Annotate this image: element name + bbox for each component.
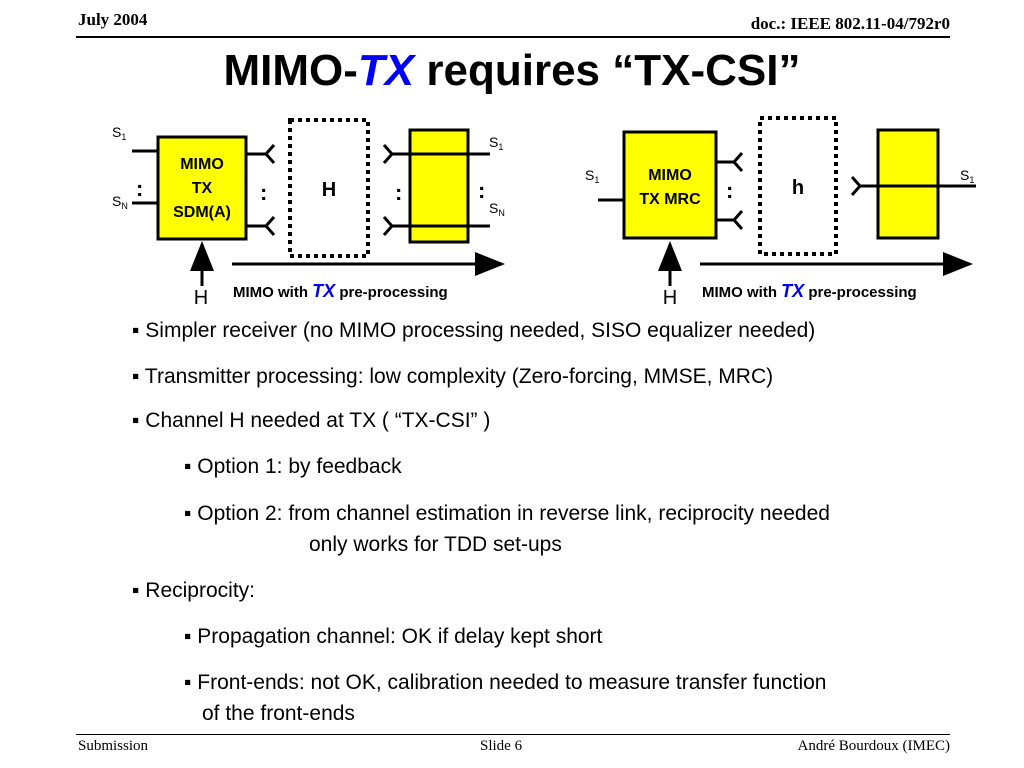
right-tx-block-line2: TX MRC bbox=[639, 191, 701, 208]
bullet-marker-icon: ▪ bbox=[184, 502, 192, 525]
left-tx-block-line2: TX bbox=[192, 180, 213, 197]
left-tx-antenna-1 bbox=[263, 144, 276, 164]
left-h-input-label: H bbox=[194, 287, 208, 309]
title-tx: TX bbox=[357, 46, 415, 95]
footer-author: André Bourdoux (IMEC) bbox=[797, 738, 950, 754]
left-s1-out-label: S1 bbox=[489, 134, 503, 152]
bullet-subitem-1: ▪ Option 1: by feedback bbox=[184, 455, 402, 478]
left-tx-antenna-n bbox=[263, 216, 276, 236]
right-channel-label: h bbox=[792, 177, 804, 199]
left-rx-block bbox=[408, 128, 470, 244]
mimo-diagrams: S1 SN : MIMO TX SDM(A) : H : S1 SN : H bbox=[112, 116, 976, 309]
right-tx-antenna-n bbox=[731, 210, 744, 230]
left-processing-label: MIMO with TX pre-processing bbox=[233, 281, 448, 301]
bullet-marker-icon: ▪ bbox=[132, 319, 140, 342]
right-s1-out-label: S1 bbox=[960, 167, 974, 185]
right-s1-in-label: S1 bbox=[585, 167, 599, 185]
right-tx-antenna-1 bbox=[731, 152, 744, 172]
bullet-item-4: ▪ Reciprocity: bbox=[132, 579, 255, 602]
left-output-dots: : bbox=[478, 178, 485, 203]
bullet-subitem-3: ▪ Propagation channel: OK if delay kept … bbox=[184, 625, 603, 648]
right-h-input-label: H bbox=[663, 287, 677, 309]
bullet-marker-icon: ▪ bbox=[184, 455, 192, 478]
header-doc-id: doc.: IEEE 802.11-04/792r0 bbox=[750, 14, 950, 33]
footer-divider bbox=[76, 734, 950, 735]
bullet-marker-icon: ▪ bbox=[184, 671, 192, 694]
left-s1-in-label: S1 bbox=[112, 124, 126, 142]
right-rx-block bbox=[876, 128, 940, 240]
right-channel-box bbox=[758, 116, 838, 256]
left-tx-antenna-dots: : bbox=[260, 180, 267, 205]
left-sn-out-label: SN bbox=[489, 200, 505, 218]
right-processing-label: MIMO with TX pre-processing bbox=[702, 281, 917, 301]
bullet-item-1: ▪ Simpler receiver (no MIMO processing n… bbox=[132, 319, 816, 342]
left-sn-in-label: SN bbox=[112, 193, 128, 211]
bullet-marker-icon: ▪ bbox=[132, 409, 140, 432]
diagram-right: S1 MIMO TX MRC : h S1 H MIMO with TX pre… bbox=[585, 116, 976, 309]
left-rx-antenna-dots: : bbox=[395, 180, 402, 205]
bullet-marker-icon: ▪ bbox=[132, 579, 140, 602]
bullet-item-3: ▪ Channel H needed at TX ( “TX-CSI” ) bbox=[132, 409, 491, 432]
bullet-subitem-4: ▪ Front-ends: not OK, calibration needed… bbox=[184, 671, 827, 694]
left-tx-block bbox=[156, 135, 248, 241]
bullet-marker-icon: ▪ bbox=[184, 625, 192, 648]
right-tx-antenna-dots: : bbox=[726, 178, 733, 203]
bullet-marker-icon: ▪ bbox=[132, 365, 140, 388]
left-channel-label: H bbox=[322, 179, 336, 201]
title-suffix: requires “TX-CSI” bbox=[414, 46, 801, 95]
left-input-dots: : bbox=[136, 176, 143, 201]
header-divider bbox=[76, 36, 950, 38]
footer-submission: Submission bbox=[78, 738, 149, 754]
bullet-item-2: ▪ Transmitter processing: low complexity… bbox=[132, 365, 774, 388]
left-channel-box bbox=[288, 118, 370, 258]
left-tx-block-line1: MIMO bbox=[180, 156, 224, 173]
right-tx-block-line1: MIMO bbox=[648, 167, 692, 184]
left-tx-block-line3: SDM(A) bbox=[173, 204, 231, 221]
slide-title: MIMO-TX requires “TX-CSI” bbox=[0, 46, 1024, 96]
diagram-left: S1 SN : MIMO TX SDM(A) : H : S1 SN : H bbox=[112, 118, 505, 309]
footer-slide-number: Slide 6 bbox=[480, 738, 523, 754]
bullet-subitem-4-continuation: of the front-ends bbox=[202, 702, 355, 725]
header-date: July 2004 bbox=[78, 10, 148, 29]
title-prefix: MIMO- bbox=[223, 46, 358, 95]
bullet-subitem-2-continuation: only works for TDD set-ups bbox=[309, 533, 562, 556]
right-tx-block bbox=[622, 130, 718, 240]
bullet-subitem-2: ▪ Option 2: from channel estimation in r… bbox=[184, 502, 830, 525]
